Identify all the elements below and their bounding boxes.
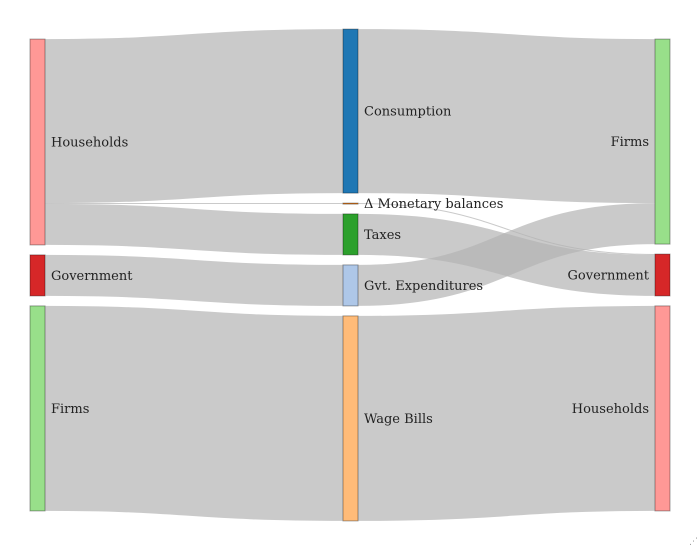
link-src_government-to-mid_gvt_exp[interactable] [44, 254, 344, 306]
link-mid_wage_bills-to-dst_households[interactable] [357, 305, 656, 521]
label-mid_consumption: Consumption [364, 105, 452, 120]
label-dst_firms: Firms [611, 135, 649, 150]
link-src_households-to-mid_consumption[interactable] [44, 29, 344, 204]
node-mid_consumption[interactable] [342, 28, 359, 194]
node-mid_gvt_exp[interactable] [342, 264, 359, 307]
resize-grip-icon[interactable]: ⋰ [689, 537, 698, 547]
node-mid_monetary[interactable] [342, 202, 359, 205]
label-mid_taxes: Taxes [364, 228, 401, 243]
node-dst_households[interactable] [654, 305, 671, 512]
label-mid_wage_bills: Wage Bills [364, 412, 433, 427]
label-mid_monetary: Δ Monetary balances [364, 197, 503, 212]
label-mid_gvt_exp: Gvt. Expenditures [364, 279, 483, 294]
label-src_households: Households [51, 136, 128, 151]
link-mid_consumption-to-dst_firms[interactable] [357, 29, 656, 204]
label-dst_households: Households [572, 402, 649, 417]
node-dst_firms[interactable] [654, 38, 671, 245]
label-src_firms: Firms [51, 402, 89, 417]
link-src_firms-to-mid_wage_bills[interactable] [44, 305, 344, 521]
link-src_households-to-mid_taxes[interactable] [44, 203, 344, 255]
label-dst_government: Government [568, 269, 650, 284]
label-src_government: Government [51, 269, 133, 284]
node-mid_wage_bills[interactable] [342, 315, 359, 522]
node-src_households[interactable] [29, 38, 46, 246]
node-src_government[interactable] [29, 254, 46, 297]
link-mid_monetary-to-dst_government[interactable] [357, 203, 656, 255]
node-dst_government[interactable] [654, 253, 671, 297]
node-src_firms[interactable] [29, 305, 46, 512]
link-mid_gvt_exp-to-dst_firms[interactable] [357, 203, 656, 306]
sankey-links [44, 29, 656, 521]
node-mid_taxes[interactable] [342, 213, 359, 256]
sankey-nodes [29, 28, 671, 522]
